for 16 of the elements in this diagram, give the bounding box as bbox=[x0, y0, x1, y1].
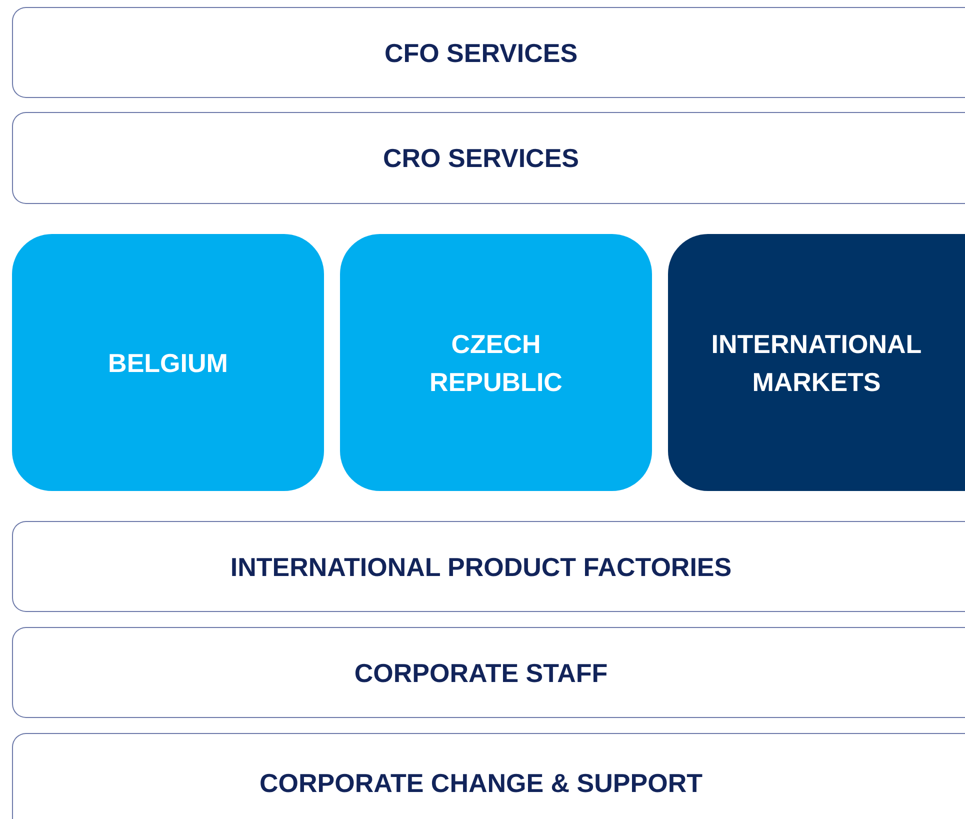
layer-band bbox=[12, 733, 965, 819]
layer-band bbox=[12, 7, 965, 98]
layer-band bbox=[12, 112, 965, 204]
region-label: BELGIUM bbox=[108, 346, 228, 380]
layer-label: CRO SERVICES bbox=[382, 142, 579, 175]
layer-band bbox=[12, 521, 965, 612]
region-label: INTERNATIONAL MARKETS bbox=[710, 328, 923, 398]
layer-label: CFO SERVICES bbox=[384, 36, 578, 70]
region-card bbox=[340, 234, 652, 491]
layer-band bbox=[12, 627, 965, 718]
region-label: CZECH REPUBLIC bbox=[428, 328, 564, 398]
region-card bbox=[12, 234, 324, 491]
layer-label: CORPORATE CHANGE & SUPPORT bbox=[260, 767, 702, 800]
region-card bbox=[668, 234, 965, 491]
layer-label: INTERNATIONAL PRODUCT FACTORIES bbox=[230, 550, 732, 584]
layer-label: CORPORATE STAFF bbox=[354, 656, 608, 690]
